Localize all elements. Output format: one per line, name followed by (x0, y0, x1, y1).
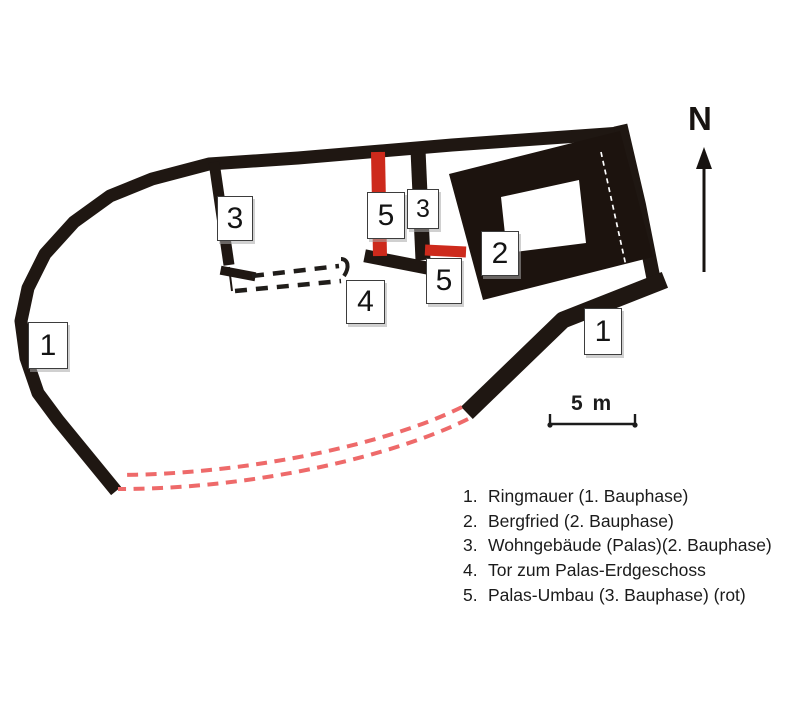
marker-3-palas-inner: 3 (407, 189, 439, 229)
marker-5-umbau-upper: 5 (367, 192, 405, 239)
legend-item-4: 4. Tor zum Palas-Erdgeschoss (463, 558, 772, 583)
palas-dashed-wall-end-hook (340, 257, 350, 278)
ruined-ringmauer-dashed-upper (119, 405, 463, 477)
legend-item-2: 2. Bergfried (2. Bauphase) (463, 509, 772, 534)
legend-item-number: 4. (463, 560, 478, 581)
palas-umbau-red-wall-horizontal (424, 244, 467, 258)
legend-item-3: 3. Wohngebäude (Palas)(2. Bauphase) (463, 533, 772, 558)
palas-south-wall (363, 249, 435, 276)
palas-dashed-wall-lower (234, 278, 342, 294)
legend-item-text: Bergfried (2. Bauphase) (488, 510, 674, 531)
legend-item-number: 1. (463, 486, 478, 506)
palas-dashed-wall-upper (251, 263, 340, 279)
marker-1-ringmauer-west: 1 (28, 322, 68, 369)
bergfried-joint-dashed-line (600, 151, 627, 267)
ruined-ringmauer-dashed-lower (117, 417, 469, 491)
north-arrow-head (696, 147, 712, 169)
marker-2-bergfried: 2 (481, 231, 519, 276)
scale-bar-dot-left (547, 422, 553, 428)
scale-bar-dot-right (632, 422, 638, 428)
legend-item-5: 5. Palas-Umbau (3. Bauphase) (rot) (463, 583, 772, 608)
marker-5-umbau-lower: 5 (426, 258, 462, 304)
bergfried-tower (449, 131, 653, 300)
legend-item-text: Wohngebäude (Palas)(2. Bauphase) (488, 535, 772, 556)
legend-item-number: 2. (463, 510, 478, 531)
marker-1-ringmauer-southeast: 1 (584, 308, 622, 355)
legend-item-text: Palas-Umbau (3. Bauphase) (rot) (488, 584, 746, 605)
palas-west-wall-thin-line (228, 266, 233, 292)
legend: 1. Ringmauer (1. Bauphase) 2. Bergfried … (463, 484, 772, 608)
legend-item-number: 5. (463, 584, 478, 605)
ringmauer-north-west-wall (14, 126, 628, 496)
legend-item-text: Ringmauer (1. Bauphase) (488, 486, 689, 506)
legend-item-1: 1. Ringmauer (1. Bauphase) (463, 484, 772, 509)
scale-bar-label: 5 m (571, 392, 614, 415)
marker-3-palas-west: 3 (217, 196, 253, 241)
legend-item-number: 3. (463, 535, 478, 556)
marker-4-tor: 4 (346, 280, 385, 324)
north-label: N (688, 100, 712, 137)
legend-item-text: Tor zum Palas-Erdgeschoss (488, 560, 706, 581)
ringmauer-southeast-wall (460, 271, 669, 420)
